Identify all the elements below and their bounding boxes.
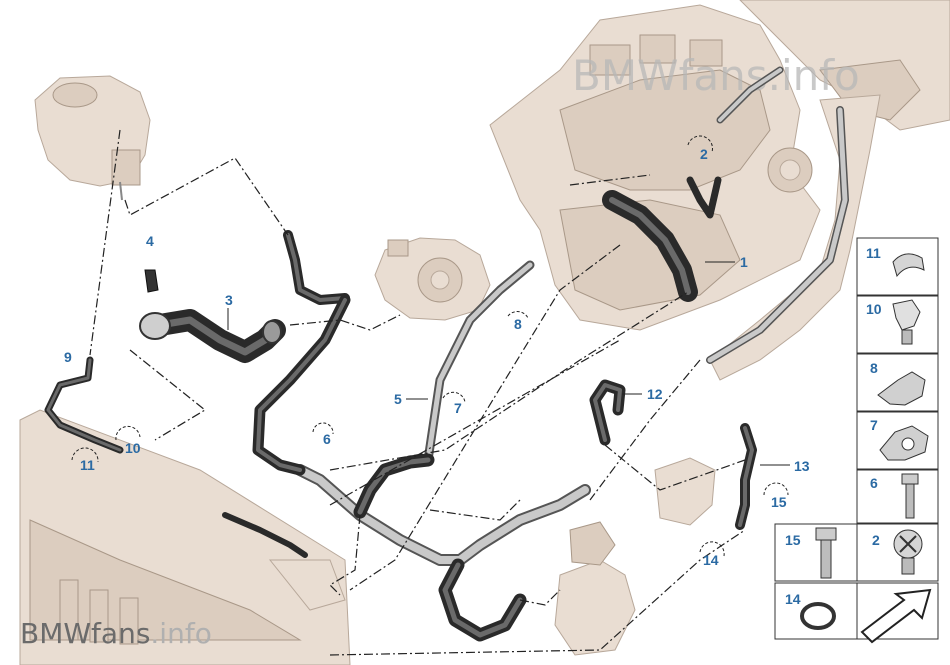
callout-3: 3 xyxy=(225,292,233,308)
callout-1: 1 xyxy=(740,254,748,270)
callout-10: 10 xyxy=(125,440,141,456)
screw-icon xyxy=(901,473,919,519)
coolant-pipes xyxy=(294,66,849,566)
callout-13: 13 xyxy=(794,458,810,474)
watermark-bottom: BMWfans.info xyxy=(20,617,212,650)
callout-9: 9 xyxy=(64,349,72,365)
callout-6: 6 xyxy=(323,431,331,447)
holder-icon xyxy=(877,371,926,406)
legend-label-6: 6 xyxy=(870,475,878,491)
legend-label-2: 2 xyxy=(872,532,880,548)
legend-label-7: 7 xyxy=(870,417,878,433)
expansion-tank-illustration xyxy=(34,75,151,201)
callout-15: 15 xyxy=(771,494,787,510)
screw-plug-icon xyxy=(893,529,923,575)
legend-label-8: 8 xyxy=(870,360,878,376)
watermark-suffix: .info xyxy=(150,617,211,650)
callout-12: 12 xyxy=(647,386,663,402)
callout-5: 5 xyxy=(394,391,402,407)
callout-11: 11 xyxy=(80,457,95,473)
callout-4: 4 xyxy=(146,233,154,249)
legend-label-15: 15 xyxy=(785,532,801,548)
callout-2: 2 xyxy=(700,146,708,162)
legend-label-11: 11 xyxy=(866,245,881,261)
legend-label-10: 10 xyxy=(866,301,882,317)
leader-lines xyxy=(89,129,746,656)
callout-8: 8 xyxy=(514,316,522,332)
water-pump-illustration xyxy=(374,237,491,321)
coolant-hoses xyxy=(44,176,757,642)
direction-arrow-icon xyxy=(860,588,932,644)
callout-7: 7 xyxy=(454,400,462,416)
watermark-top: BMWfans.info xyxy=(572,51,860,100)
watermark-brand: BMWfans xyxy=(20,617,150,650)
legend-label-14: 14 xyxy=(785,591,801,607)
gasket-ring-icon xyxy=(800,602,836,630)
callout-labels: 1 2 3 4 5 6 7 8 9 10 11 12 13 14 15 xyxy=(64,135,810,568)
thermostat-housing-illustration xyxy=(554,457,716,656)
bolt-icon xyxy=(815,527,837,579)
clip-icon xyxy=(892,299,921,331)
callout-14: 14 xyxy=(703,552,719,568)
parts-legend: 11 10 8 7 6 15 2 14 xyxy=(774,237,939,644)
radiator-illustration xyxy=(19,409,351,665)
hose-clamp-icon xyxy=(892,253,925,278)
